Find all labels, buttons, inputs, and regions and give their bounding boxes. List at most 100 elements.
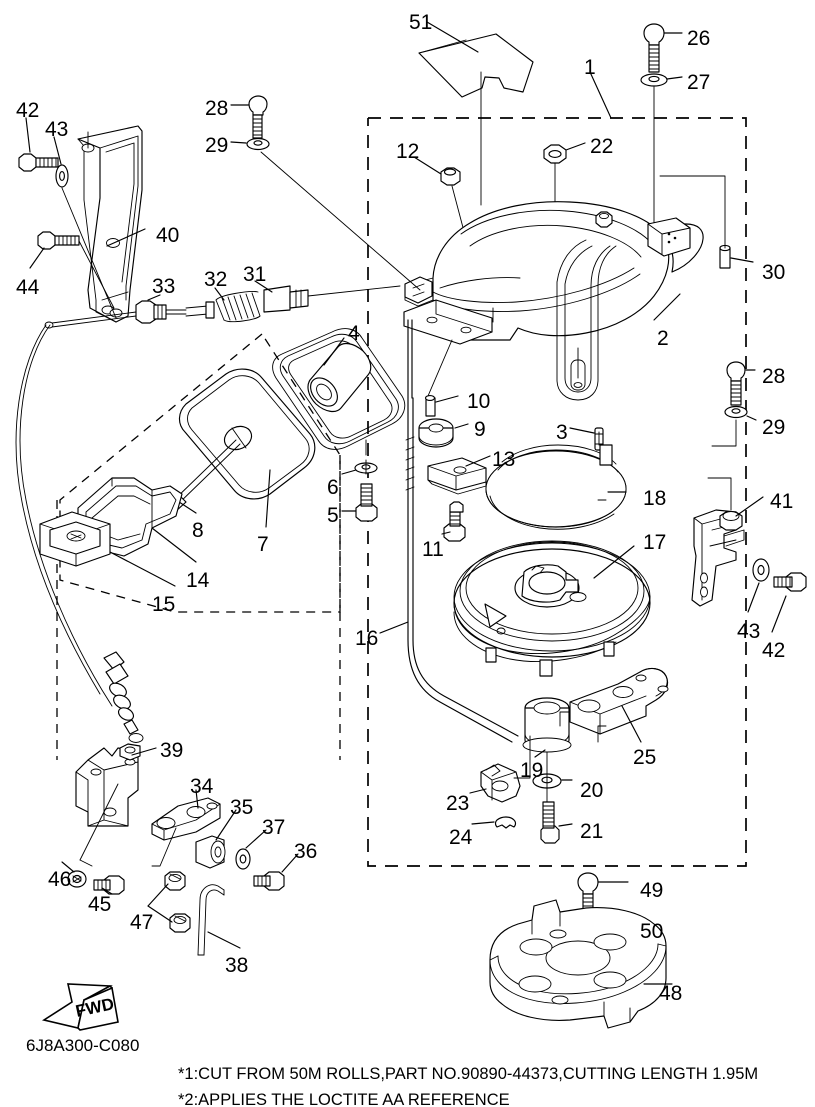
part-40-bracket	[77, 125, 143, 323]
callout-18: 18	[643, 487, 667, 510]
leader-29c	[711, 419, 737, 447]
callout-11: 11	[422, 538, 444, 561]
leader-40	[106, 228, 146, 247]
callout-42: 42	[16, 99, 40, 122]
callout-4: 4	[348, 322, 360, 345]
callout-9: 9	[474, 418, 486, 441]
leader-41b	[707, 477, 732, 511]
callout-35: 35	[230, 796, 254, 819]
part-37-washer	[235, 848, 251, 870]
leader-47b	[147, 905, 173, 923]
part-31-adjuster	[263, 285, 309, 313]
leader-22	[565, 142, 586, 151]
callout-12: 12	[396, 140, 420, 163]
leader-29a	[230, 141, 247, 144]
callout-28: 28	[762, 365, 786, 388]
part-39-bracket	[75, 743, 141, 827]
callout-37: 37	[262, 816, 286, 839]
leader-19	[534, 749, 546, 758]
leader-25c	[597, 725, 607, 743]
leader-14	[151, 527, 197, 563]
callout-29: 29	[762, 416, 786, 439]
part-15-rope-block	[39, 511, 111, 567]
leader-29b2	[746, 415, 757, 421]
callout-1: 1	[584, 56, 596, 79]
leader-42a	[25, 117, 31, 153]
callout-46: 46	[48, 868, 72, 891]
leader-44	[29, 247, 45, 269]
callout-27: 27	[687, 71, 711, 94]
callout-8: 8	[192, 519, 204, 542]
cable-end-fitting	[103, 651, 144, 743]
leader-2	[653, 293, 681, 321]
leader-51	[426, 21, 479, 53]
callout-14: 14	[186, 569, 210, 592]
leader-45	[101, 887, 113, 895]
leader-42b	[771, 595, 787, 633]
leader-21	[558, 823, 573, 827]
callout-41: 41	[770, 490, 794, 513]
part-51-decal	[418, 33, 534, 98]
leader-10b	[427, 339, 453, 397]
leader-13	[465, 455, 491, 467]
leader-23	[469, 788, 487, 794]
leader-38	[207, 931, 241, 949]
part-34-link-arm	[151, 797, 221, 841]
callout-7: 7	[257, 533, 269, 556]
callout-47: 47	[130, 911, 154, 934]
part-33-fitting	[135, 300, 187, 324]
callout-3: 3	[556, 421, 568, 444]
leader-11	[441, 531, 451, 535]
callout-15: 15	[152, 593, 176, 616]
callout-32: 32	[204, 268, 228, 291]
leader-33	[147, 294, 161, 301]
callout-22: 22	[590, 135, 614, 158]
callout-20: 20	[580, 779, 604, 802]
leader-32	[214, 287, 225, 301]
leader-39	[131, 747, 157, 756]
leader-47a	[147, 883, 169, 907]
diagram-note-1: *1:CUT FROM 50M ROLLS,PART NO.90890-4437…	[178, 1065, 759, 1083]
leader-16	[379, 621, 409, 634]
leader-36	[281, 853, 299, 873]
callout-36: 36	[294, 840, 318, 863]
leader-7	[265, 469, 271, 528]
leader-31	[254, 280, 273, 293]
callout-43: 43	[737, 620, 761, 643]
callout-43: 43	[45, 118, 69, 141]
leader-12	[413, 156, 442, 175]
callout-51: 51	[409, 11, 433, 34]
callout-44: 44	[16, 276, 40, 299]
part-16-rope	[407, 397, 513, 743]
part-28-bolt-upper	[248, 95, 268, 139]
part-19-drive-bushing	[522, 697, 572, 753]
part-23-pawl	[480, 763, 521, 803]
callout-33: 33	[152, 275, 176, 298]
callout-6: 6	[327, 476, 339, 499]
rod-to-case	[307, 285, 401, 297]
part-5-bolt	[355, 483, 378, 522]
callout-50: 50	[640, 920, 664, 943]
part-44-bolt	[37, 231, 80, 250]
part-24-clip	[494, 816, 517, 829]
callout-5: 5	[327, 504, 339, 527]
part-25-drive-plate	[569, 667, 669, 735]
leader-25b	[559, 711, 571, 727]
part-43-washer-right	[752, 558, 770, 582]
leader-46	[61, 861, 75, 873]
callout-25: 25	[633, 746, 657, 769]
callout-26: 26	[687, 27, 711, 50]
part-42-bolt-upper	[18, 153, 59, 172]
leader-23b	[513, 735, 531, 779]
callout-45: 45	[88, 893, 112, 916]
leader-35	[215, 809, 237, 841]
part-49-bolt	[577, 872, 599, 920]
fwd-direction-arrow: FWD	[41, 983, 119, 1031]
part-7-handle-body	[178, 368, 316, 500]
part-30-pin	[719, 244, 731, 269]
part-45-bolt	[93, 875, 125, 895]
part-13-plate	[427, 457, 487, 495]
part-17-sheave-drum	[453, 540, 651, 677]
